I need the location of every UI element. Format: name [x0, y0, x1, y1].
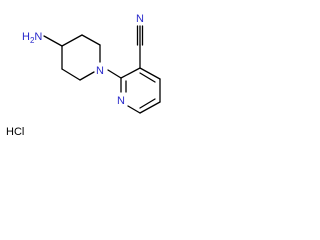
ring-nitrogen-label: N	[96, 65, 104, 77]
pyridine-nitrogen-label: N	[117, 95, 125, 107]
pyridine-ring	[120, 67, 161, 114]
molecule-structure: H2N N N N HCl	[6, 13, 161, 138]
nitrile-nitrogen-label: N	[136, 13, 144, 25]
n-pyridine-bond	[107, 69, 122, 79]
piperidine-ring	[43, 34, 101, 81]
amine-label: H2N	[22, 31, 42, 45]
salt-label: HCl	[6, 126, 24, 138]
nitrile-group	[136, 25, 144, 69]
